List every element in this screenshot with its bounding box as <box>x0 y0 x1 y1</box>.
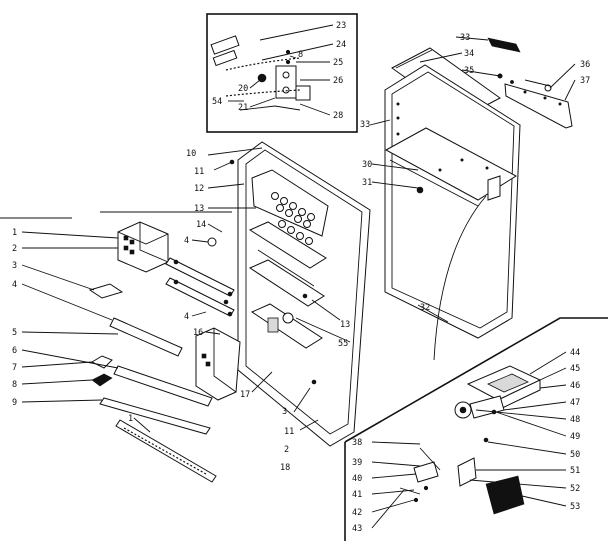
callout-38: 38 <box>352 438 362 448</box>
callout-21: 21 <box>238 103 248 113</box>
callout-45: 45 <box>570 364 580 374</box>
callout-48: 48 <box>570 415 580 425</box>
callout-2: 2 <box>12 244 17 254</box>
callout-5: 5 <box>12 328 17 338</box>
callout-36: 36 <box>580 60 590 70</box>
callout-20: 20 <box>238 84 248 94</box>
callout-24: 24 <box>336 40 346 50</box>
callout-3-lower: 3 <box>282 407 287 417</box>
callout-32: 32 <box>420 303 430 313</box>
callout-4-upper: 4 <box>184 236 189 246</box>
callout-4: 4 <box>12 280 17 290</box>
callout-30: 30 <box>362 160 372 170</box>
callout-2-lower: 2 <box>284 445 289 455</box>
callout-7: 7 <box>12 363 17 373</box>
callout-4-middle: 4 <box>184 312 189 322</box>
callout-52: 52 <box>570 484 580 494</box>
callout-54: 54 <box>212 97 222 107</box>
callout-35: 35 <box>464 66 474 76</box>
callout-9: 9 <box>12 398 17 408</box>
callout-51: 51 <box>570 466 580 476</box>
callout-11-lower: 11 <box>284 427 294 437</box>
loose-parts-left: 1 2 3 4 4 4 16 5 6 7 8 9 1 <box>0 211 241 483</box>
inner-door-liner: 10 11 12 13 14 13 55 17 3 11 2 18 <box>186 141 371 473</box>
callout-14: 14 <box>196 220 206 230</box>
callout-39: 39 <box>352 458 362 468</box>
callout-41: 41 <box>352 490 362 500</box>
callout-28: 28 <box>333 111 343 121</box>
callout-1: 1 <box>12 228 17 238</box>
callout-55: 55 <box>338 339 348 349</box>
callout-47: 47 <box>570 398 580 408</box>
callout-43: 43 <box>352 524 362 534</box>
callout-33: 33 <box>460 33 470 43</box>
callout-34: 34 <box>464 49 474 59</box>
callout-13: 13 <box>194 204 204 214</box>
callout-10: 10 <box>186 149 196 159</box>
callout-12: 12 <box>194 184 204 194</box>
callout-49: 49 <box>570 432 580 442</box>
callout-31: 31 <box>362 178 372 188</box>
callout-42: 42 <box>352 508 362 518</box>
callout-8: 8 <box>12 380 17 390</box>
callout-18: 18 <box>280 463 290 473</box>
callout-3: 3 <box>12 261 17 271</box>
callout-25: 25 <box>333 58 343 68</box>
callout-40: 40 <box>352 474 362 484</box>
hinge-detail-inset: 23 24 8 25 26 20 54 21 28 <box>206 13 358 133</box>
callout-33-side: 33 <box>360 120 370 130</box>
lower-detail-inset: 44 45 46 47 48 49 50 51 52 53 38 39 40 4… <box>344 195 608 541</box>
callout-23: 23 <box>336 21 346 31</box>
callout-8-hinge: 8 <box>298 50 303 60</box>
egg-tray-cups <box>271 192 315 245</box>
callout-16: 16 <box>193 328 203 338</box>
callout-1-bottom: 1 <box>128 414 133 424</box>
callout-26: 26 <box>333 76 343 86</box>
callout-13-lower: 13 <box>340 320 350 330</box>
callout-53: 53 <box>570 502 580 512</box>
outer-door-panel: 33 34 35 36 37 33 30 31 32 <box>360 33 590 339</box>
callout-37: 37 <box>580 76 590 86</box>
callout-50: 50 <box>570 450 580 460</box>
callout-6: 6 <box>12 346 17 356</box>
callout-44: 44 <box>570 348 580 358</box>
callout-17: 17 <box>240 390 250 400</box>
callout-46: 46 <box>570 381 580 391</box>
callout-11: 11 <box>194 167 204 177</box>
